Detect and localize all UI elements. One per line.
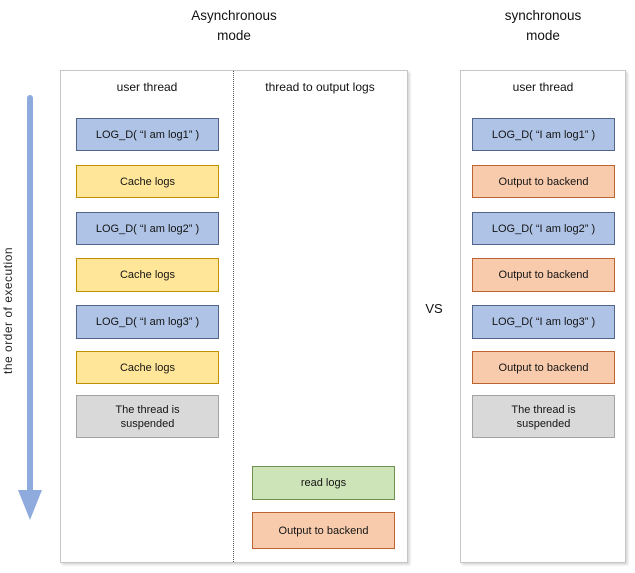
async-output-to-backend-box: Output to backend (252, 512, 395, 549)
async-output-thread-header: thread to output logs (265, 80, 375, 94)
vs-label: VS (425, 301, 443, 316)
sync-thread-suspended-box: The thread is suspended (472, 395, 615, 438)
thread-divider-dotted-line (233, 71, 234, 562)
sync-output-to-backend-box: Output to backend (472, 165, 615, 198)
async-mode-title: Asynchronous mode (191, 8, 277, 43)
sync-mode-title: synchronous mode (504, 8, 582, 43)
async-cache-logs-box: Cache logs (76, 165, 219, 198)
sync-output-to-backend-box: Output to backend (472, 351, 615, 384)
sync-output-to-backend-box: Output to backend (472, 258, 615, 292)
async-log2-box: LOG_D( “I am log2” ) (76, 212, 219, 245)
async-cache-logs-box: Cache logs (76, 351, 219, 384)
async-read-logs-box: read logs (252, 466, 395, 500)
sync-log3-box: LOG_D( “I am log3” ) (472, 305, 615, 339)
async-log3-box: LOG_D( “I am log3” ) (76, 305, 219, 339)
sync-user-thread-header: user thread (512, 80, 574, 94)
async-thread-suspended-box: The thread is suspended (76, 395, 219, 438)
sync-log1-box: LOG_D( “I am log1” ) (472, 118, 615, 151)
async-log1-box: LOG_D( “I am log1” ) (76, 118, 219, 151)
sync-log2-box: LOG_D( “I am log2” ) (472, 212, 615, 245)
async-user-thread-header: user thread (116, 80, 178, 94)
sync-panel: user thread LOG_D( “I am log1” ) Output … (460, 70, 626, 563)
async-panel: user thread thread to output logs LOG_D(… (60, 70, 408, 563)
async-cache-logs-box: Cache logs (76, 258, 219, 292)
execution-order-arrow-icon (18, 95, 42, 520)
